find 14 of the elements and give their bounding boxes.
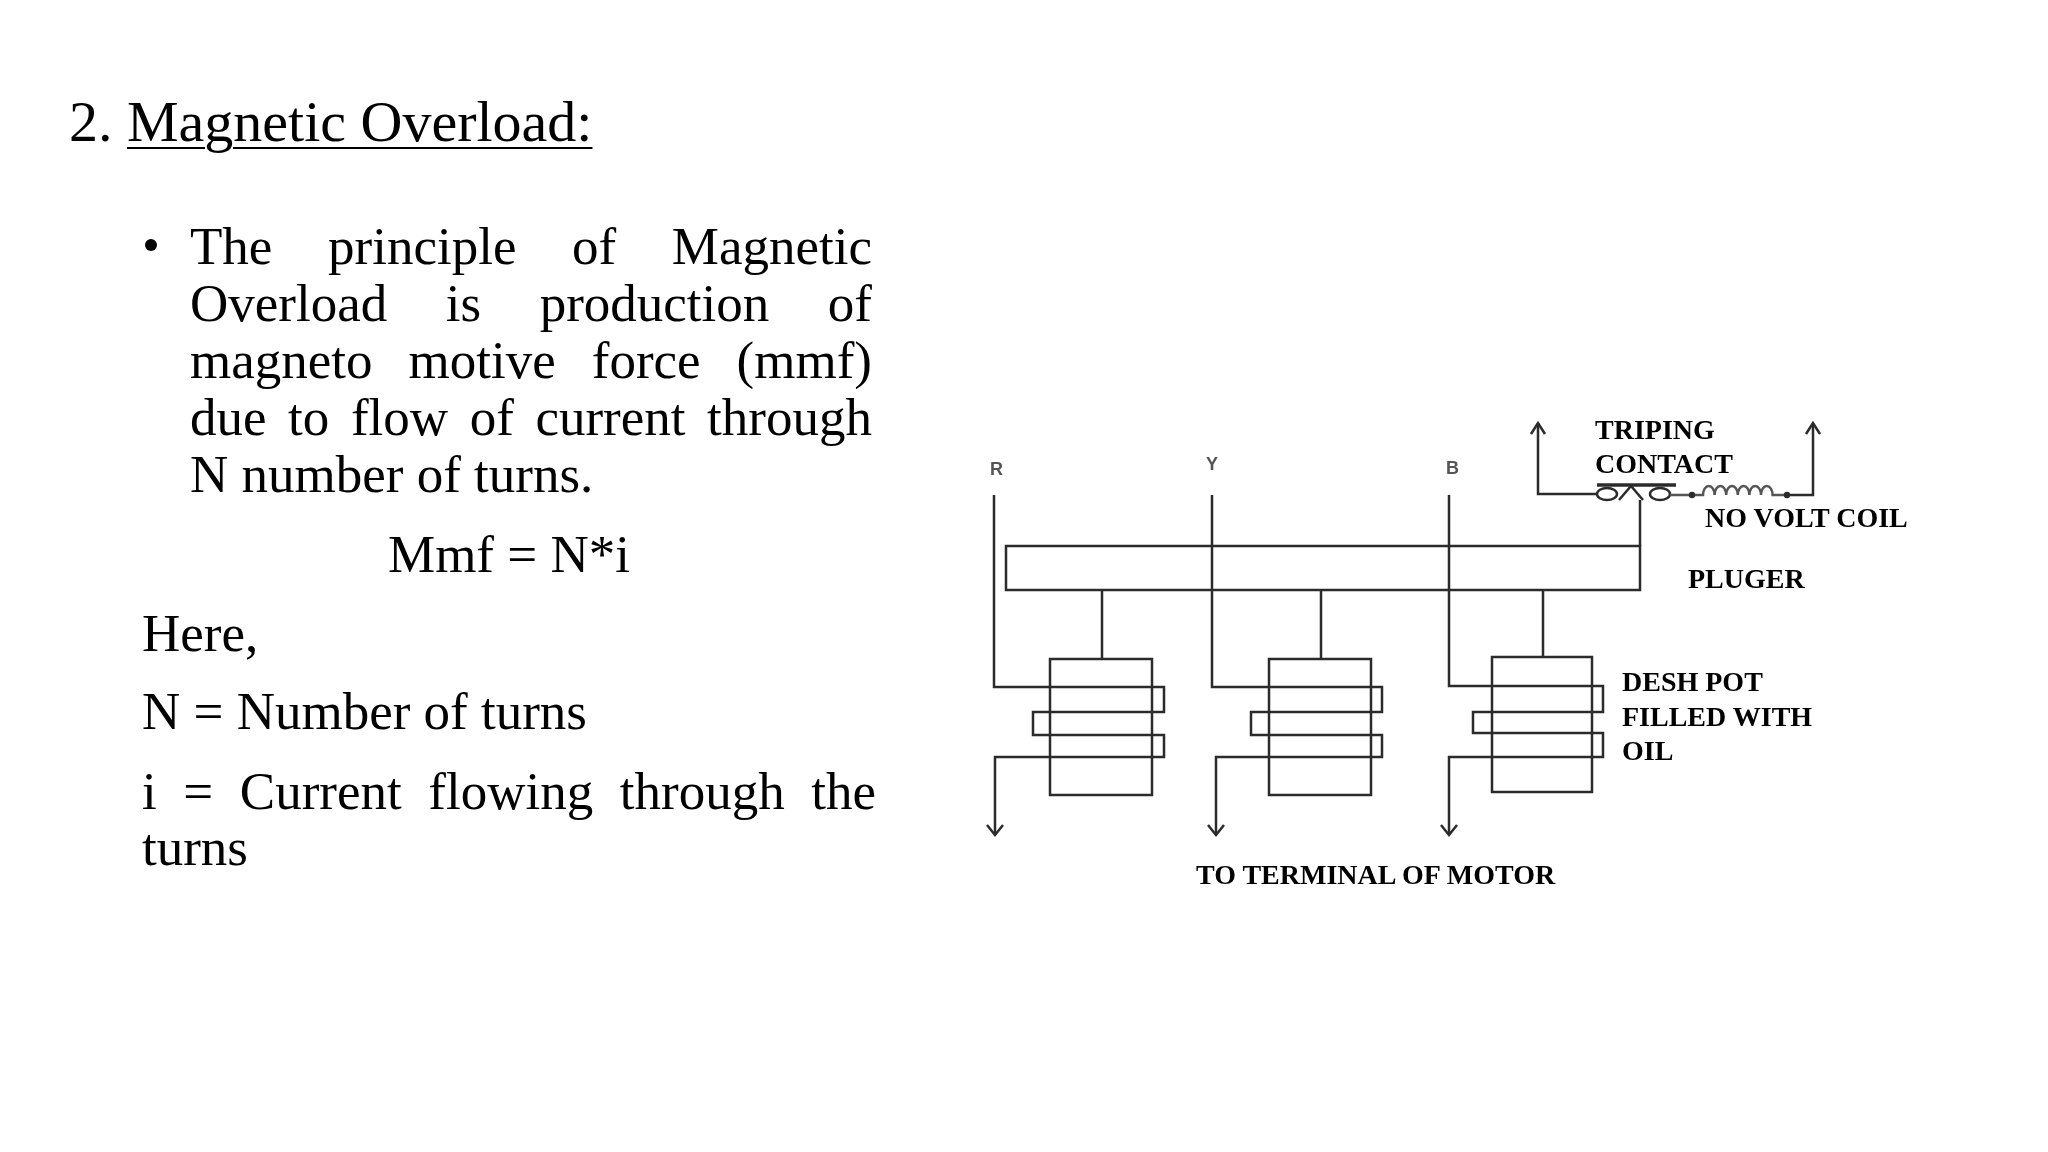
- definition-text: N = Number of turns: [142, 683, 587, 740]
- terminal-label: TO TERMINAL OF MOTOR: [1196, 858, 1556, 892]
- part-label: PLUGER: [1688, 562, 1805, 596]
- phase-label: B: [1446, 458, 1459, 478]
- formula-text: Mmf = N*i: [388, 526, 630, 583]
- bullet-point-text: The principle of Magnetic Overload is production of magneto motive force (mmf) due to flow of current through N number of turns.: [190, 218, 872, 503]
- definition-text: i = Current flowing through the turns: [142, 763, 876, 875]
- phase-label: Y: [1206, 454, 1218, 474]
- phase-label: R: [990, 459, 1003, 479]
- slide-title: 2. Magnetic Overload:: [69, 88, 593, 156]
- part-label: DESH POT FILLED WITH OIL: [1622, 665, 1814, 768]
- part-label: NO VOLT COIL: [1705, 501, 1908, 535]
- body-text: Here,: [142, 605, 259, 662]
- part-label: TRIPING CONTACT: [1595, 413, 1734, 481]
